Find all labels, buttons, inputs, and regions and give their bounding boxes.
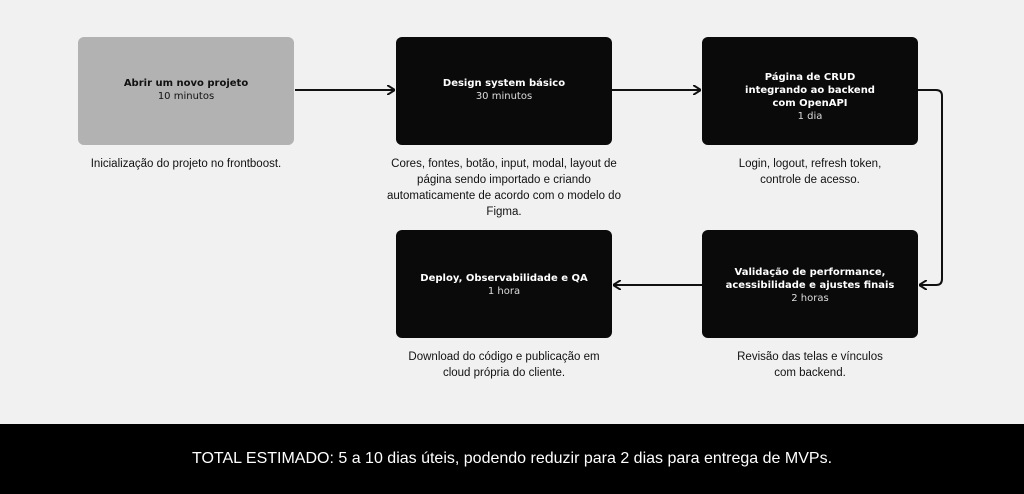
step-description: Download do código e publicação em cloud…	[408, 351, 600, 379]
step-description: Revisão das telas e vínculos com backend…	[737, 351, 883, 379]
step-box-validation: Validação de performance, acessibilidade…	[702, 230, 918, 338]
step-box-crud-page: Página de CRUD integrando ao backend com…	[702, 37, 918, 145]
step-duration: 30 minutos	[475, 91, 533, 102]
step-duration: 1 dia	[797, 111, 823, 122]
total-estimate-text: TOTAL ESTIMADO: 5 a 10 dias úteis, poden…	[191, 450, 833, 467]
step-description: Cores, fontes, botão, input, modal, layo…	[387, 158, 621, 218]
step-description: Login, logout, refresh token, controle d…	[738, 158, 882, 186]
footer-banner: TOTAL ESTIMADO: 5 a 10 dias úteis, poden…	[0, 424, 1024, 494]
arrow-3-to-4	[918, 89, 943, 285]
step-title: Página de CRUD integrando ao backend com…	[745, 72, 875, 109]
step-box-design-system: Design system básico 30 minutos	[396, 37, 612, 145]
step-duration: 2 horas	[791, 293, 829, 304]
step-duration: 10 minutos	[157, 91, 215, 102]
flow-arrows	[295, 0, 943, 424]
step-box-deploy: Deploy, Observabilidade e QA 1 hora	[396, 230, 612, 338]
step-duration: 1 hora	[487, 286, 521, 297]
step-title: Design system básico	[442, 78, 566, 89]
step-title: Abrir um novo projeto	[123, 78, 249, 89]
step-title: Deploy, Observabilidade e QA	[420, 273, 588, 284]
step-description: Inicialização do projeto no frontboost.	[90, 158, 282, 170]
step-title: Validação de performance, acessibilidade…	[725, 267, 895, 291]
step-box-new-project: Abrir um novo projeto 10 minutos	[78, 37, 294, 145]
